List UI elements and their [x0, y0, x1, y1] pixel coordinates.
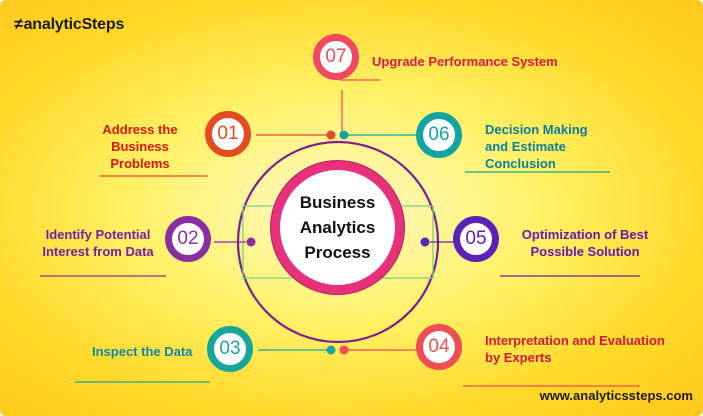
- website-url: www.analyticssteps.com: [539, 388, 693, 403]
- brand-logo: ≠analyticSteps: [14, 16, 124, 34]
- logo-mark-icon: ≠: [14, 16, 23, 33]
- center-circle: Business Analytics Process: [280, 170, 395, 285]
- step-07-number: 07: [313, 34, 359, 80]
- step-05-label: Optimization of Best Possible Solution: [521, 227, 649, 259]
- dot-03: [326, 345, 336, 355]
- step-06-number: 06: [416, 112, 462, 158]
- dot-04: [339, 345, 349, 355]
- dot-01: [326, 130, 336, 140]
- step-01-number: 01: [205, 111, 251, 157]
- step-07-label: Upgrade Performance System: [372, 54, 558, 69]
- center-title: Business Analytics Process: [299, 193, 376, 262]
- step-04-number: 04: [416, 324, 462, 370]
- step-02-label: Identify Potential Interest from Data: [42, 227, 154, 259]
- step-03-label: Inspect the Data: [92, 344, 193, 359]
- step-05-number: 05: [453, 216, 499, 262]
- step-01-label: Address the Business Problems: [102, 122, 178, 171]
- step-06-label: Decision Making and Estimate Conclusion: [485, 122, 588, 171]
- dot-02: [246, 237, 256, 247]
- step-03-number: 03: [207, 326, 253, 372]
- step-04-label: Interpretation and Evaluation by Experts: [485, 333, 665, 365]
- dot-05: [420, 237, 430, 247]
- dot-06: [339, 130, 349, 140]
- logo-text: analyticSteps: [23, 16, 125, 33]
- step-02-number: 02: [165, 216, 211, 262]
